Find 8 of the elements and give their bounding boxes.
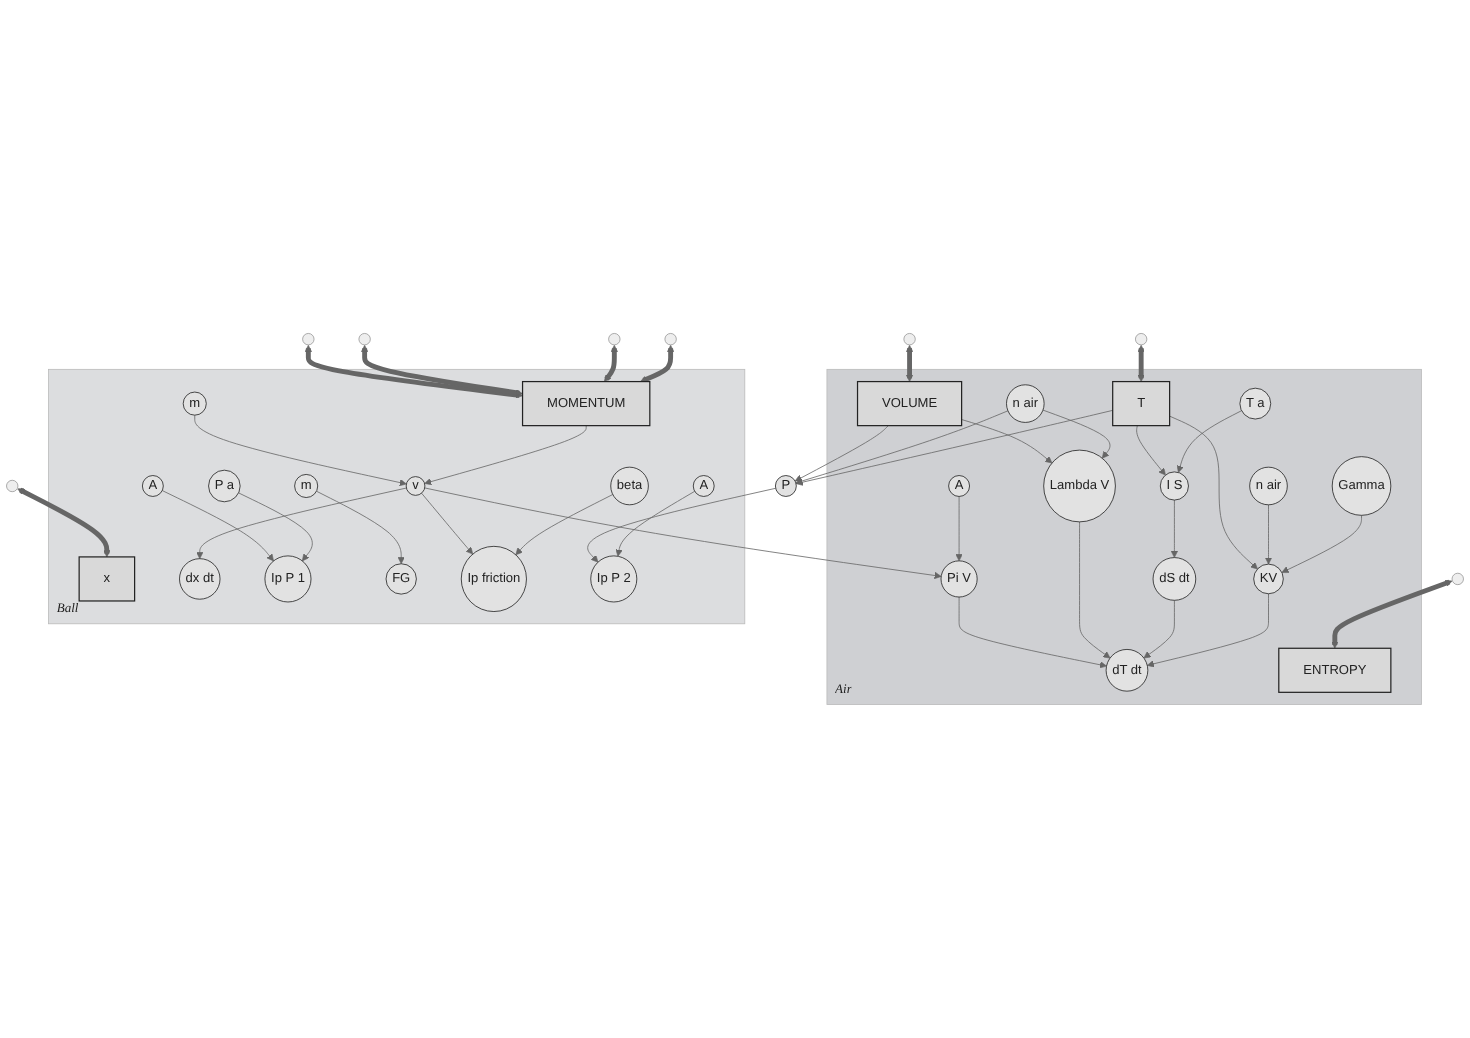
flow-pipe [361,344,523,397]
flow-pipe [640,344,675,383]
flow-pipe [304,344,523,399]
flow-pipe [906,344,914,382]
flow-pipe [1331,579,1453,649]
flow-pipe [603,344,618,382]
flow-pipe [1137,344,1145,382]
flow-pipe [17,487,111,558]
